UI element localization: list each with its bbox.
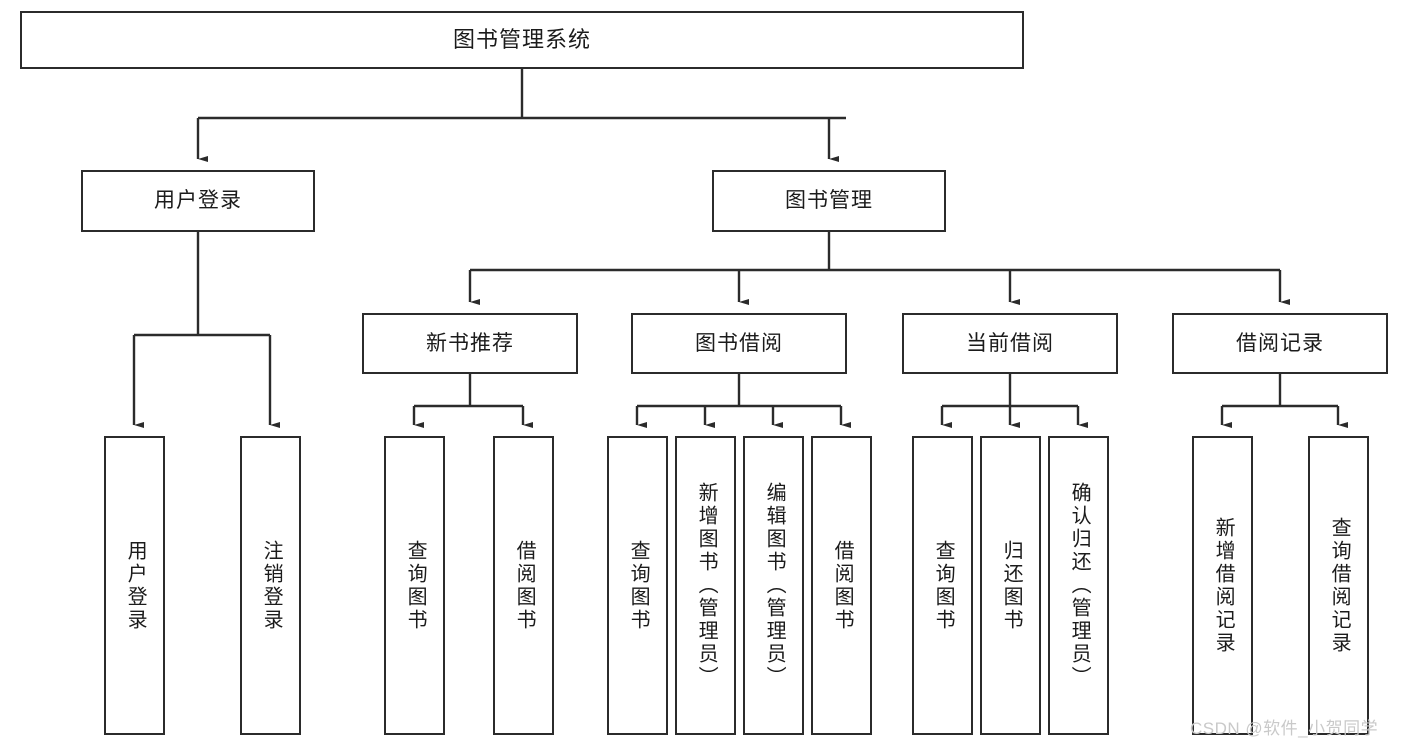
node-label: 新增借阅记录 <box>1212 516 1235 655</box>
node-label: 编辑图书（管理员） <box>763 482 786 689</box>
node-leaf-query-book-1[interactable]: 查询图书 <box>384 436 445 735</box>
node-label: 图书管理系统 <box>452 26 591 52</box>
node-leaf-query-book-2[interactable]: 查询图书 <box>607 436 668 735</box>
node-leaf-add-record[interactable]: 新增借阅记录 <box>1192 436 1253 735</box>
node-leaf-user-login[interactable]: 用户登录 <box>104 436 165 735</box>
node-user-login[interactable]: 用户登录 <box>81 170 315 232</box>
node-leaf-borrow-book-2[interactable]: 借阅图书 <box>811 436 872 735</box>
node-leaf-return-book[interactable]: 归还图书 <box>980 436 1041 735</box>
node-leaf-logout-login[interactable]: 注销登录 <box>240 436 301 735</box>
node-label: 查询图书 <box>627 539 650 632</box>
node-label: 新书推荐 <box>426 331 514 355</box>
node-label: 用户登录 <box>154 189 242 213</box>
node-current-borrow[interactable]: 当前借阅 <box>902 313 1118 374</box>
node-leaf-add-book[interactable]: 新增图书（管理员） <box>675 436 736 735</box>
node-label: 确认归还（管理员） <box>1068 482 1091 689</box>
csdn-watermark: CSDN @软件_小贺同学 <box>1190 719 1379 738</box>
node-label: 借阅图书 <box>513 539 536 632</box>
node-label: 图书借阅 <box>695 331 783 355</box>
node-label: 图书管理 <box>785 189 873 213</box>
node-label: 注销登录 <box>260 539 283 632</box>
node-book-borrow[interactable]: 图书借阅 <box>631 313 847 374</box>
node-book-manage[interactable]: 图书管理 <box>712 170 946 232</box>
node-leaf-query-book-3[interactable]: 查询图书 <box>912 436 973 735</box>
node-label: 借阅图书 <box>831 539 854 632</box>
node-label: 新增图书（管理员） <box>695 482 718 689</box>
node-borrow-record[interactable]: 借阅记录 <box>1172 313 1388 374</box>
node-label: 查询图书 <box>404 539 427 632</box>
node-label: 归还图书 <box>1000 539 1023 632</box>
node-root-system[interactable]: 图书管理系统 <box>20 11 1024 69</box>
node-leaf-borrow-book-1[interactable]: 借阅图书 <box>493 436 554 735</box>
node-label: 查询借阅记录 <box>1328 516 1351 655</box>
node-new-book-recommend[interactable]: 新书推荐 <box>362 313 578 374</box>
node-label: 查询图书 <box>932 539 955 632</box>
node-label: 当前借阅 <box>966 331 1054 355</box>
node-leaf-confirm-return[interactable]: 确认归还（管理员） <box>1048 436 1109 735</box>
node-leaf-query-record[interactable]: 查询借阅记录 <box>1308 436 1369 735</box>
node-label: 用户登录 <box>124 539 147 632</box>
node-label: 借阅记录 <box>1236 331 1324 355</box>
node-leaf-edit-book[interactable]: 编辑图书（管理员） <box>743 436 804 735</box>
